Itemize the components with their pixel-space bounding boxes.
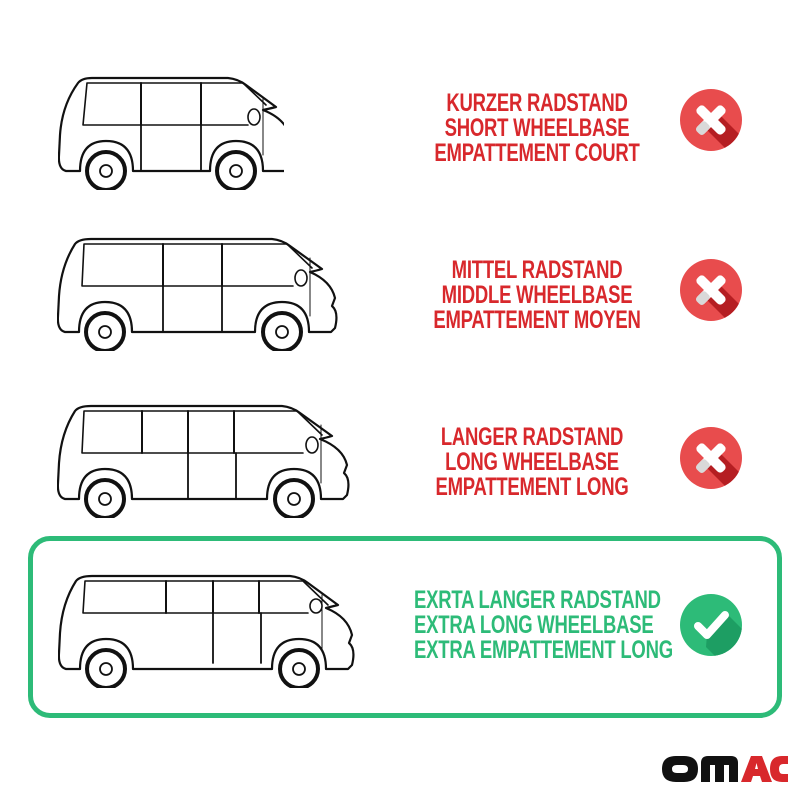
label-german: LANGER RADSTAND — [440, 423, 624, 451]
label-english: EXTRA LONG WHEELBASE — [414, 611, 654, 639]
label-french: EMPATTEMENT LONG — [435, 473, 629, 501]
row-4-label: EXRTA LANGER RADSTAND EXTRA LONG WHEELBA… — [375, 588, 675, 663]
x-circle-icon — [680, 427, 742, 489]
van-middle-wheelbase-illustration — [57, 237, 338, 351]
omac-logo — [658, 748, 788, 790]
label-english: LONG WHEELBASE — [445, 448, 619, 476]
label-german: KURZER RADSTAND — [446, 89, 628, 117]
x-circle-icon — [680, 259, 742, 321]
van-short-wheelbase-illustration — [58, 76, 284, 190]
label-french: EMPATTEMENT MOYEN — [433, 306, 641, 334]
label-french: EMPATTEMENT COURT — [434, 139, 640, 167]
label-german: EXRTA LANGER RADSTAND — [414, 586, 661, 614]
compatible-highlight-box — [28, 536, 782, 718]
check-circle-icon — [680, 594, 742, 656]
row-3-label: LANGER RADSTAND LONG WHEELBASE EMPATTEME… — [382, 425, 682, 500]
x-circle-icon — [680, 89, 742, 151]
label-english: MIDDLE WHEELBASE — [441, 281, 633, 309]
row-2-label: MITTEL RADSTAND MIDDLE WHEELBASE EMPATTE… — [387, 258, 687, 333]
van-long-wheelbase-illustration — [57, 404, 350, 518]
label-french: EXTRA EMPATTEMENT LONG — [414, 636, 673, 664]
label-german: MITTEL RADSTAND — [451, 256, 623, 284]
label-english: SHORT WHEELBASE — [444, 114, 630, 142]
van-extra-long-wheelbase-illustration — [58, 574, 355, 688]
row-1-label: KURZER RADSTAND SHORT WHEELBASE EMPATTEM… — [387, 91, 687, 166]
